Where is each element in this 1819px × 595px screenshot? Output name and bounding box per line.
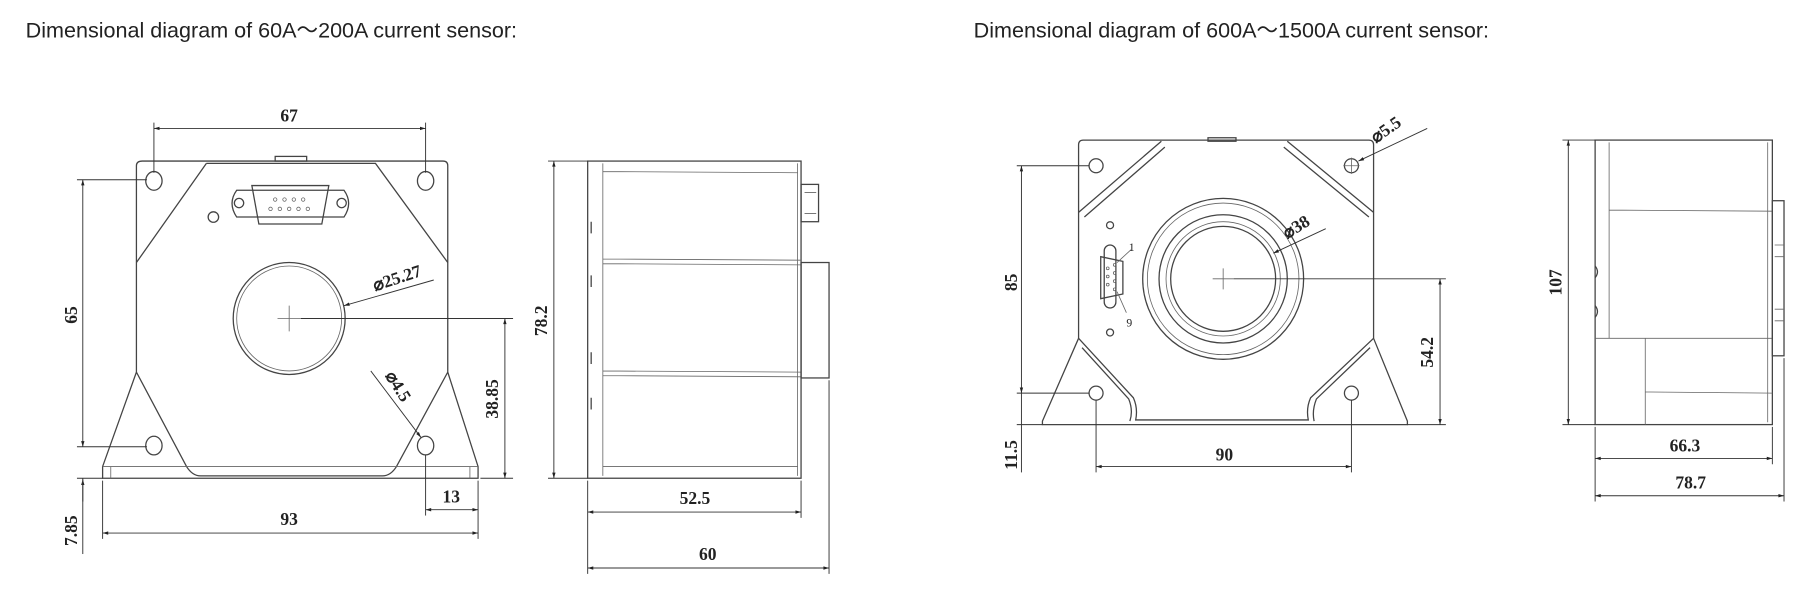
right-title: Dimensional diagram of 600A～1500A curren… <box>974 17 1489 42</box>
dim-left-hole-spacing-x: 67 <box>280 105 298 125</box>
dim-left-depth-body: 52.5 <box>680 488 711 508</box>
right-side-view: 107 66.3 78.7 <box>1545 139 1785 502</box>
dsub-connector-icon <box>231 184 350 225</box>
dim-right-hole-spacing-y: 85 <box>1001 273 1021 291</box>
pin-label-last: 9 <box>1126 317 1132 330</box>
dim-left-hole-dia: ⌀4.5 <box>381 367 415 405</box>
dim-right-depth-total: 78.7 <box>1675 473 1706 493</box>
left-title: Dimensional diagram of 60A～200A current … <box>26 17 517 42</box>
dim-right-base-offset: 11.5 <box>1001 440 1021 470</box>
dim-left-width: 93 <box>280 509 298 529</box>
dim-left-depth-total: 60 <box>699 544 717 564</box>
dsub-connector-icon <box>1100 221 1132 337</box>
dim-right-hole-spacing-x: 90 <box>1216 445 1234 465</box>
dim-left-aperture: ⌀25.27 <box>370 261 424 296</box>
dim-left-center-height: 38.85 <box>482 379 502 419</box>
dim-left-base-offset: 7.85 <box>61 515 81 546</box>
pin-label-first: 1 <box>1129 241 1135 254</box>
left-front-view: 67 65 7.85 93 13 38.85 ⌀25.27 ⌀4.5 <box>61 105 514 555</box>
dim-right-center-height: 54.2 <box>1417 337 1437 368</box>
dim-right-aperture: ⌀38 <box>1279 211 1314 243</box>
dim-right-depth-body: 66.3 <box>1670 435 1701 455</box>
dim-left-hole-edge: 13 <box>443 487 461 507</box>
dim-left-hole-spacing-y: 65 <box>61 306 81 324</box>
left-side-view: 78.2 52.5 60 <box>531 160 830 574</box>
dim-right-height: 107 <box>1545 269 1565 295</box>
right-front-view: 1 9 ⌀38 ⌀5.5 85 11.5 90 54.2 <box>1001 112 1446 473</box>
dim-left-height: 78.2 <box>531 306 551 337</box>
